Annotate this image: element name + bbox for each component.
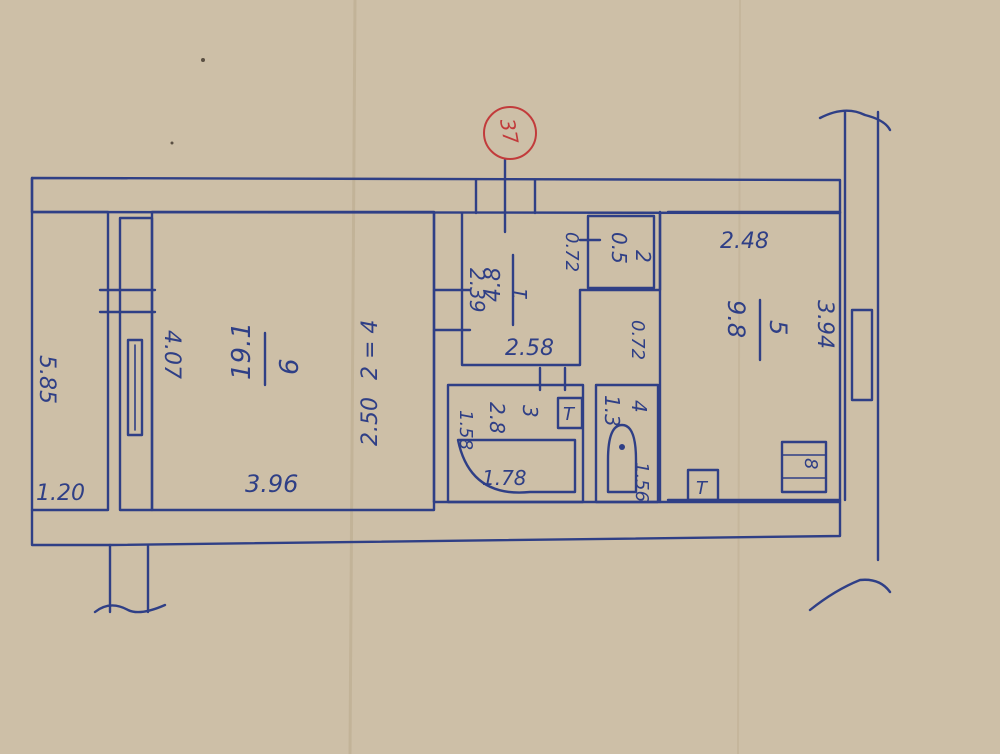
stove-icon [780,440,828,494]
balcony-outline [30,210,110,512]
room-large-number-label: 6 [275,358,305,375]
sink-icon [686,468,720,502]
bathroom-depth-label: 1.58 [455,410,476,450]
balcony-inner-wall [118,216,154,512]
balcony-length-label: 5.85 [34,355,59,404]
break-mark-bottom-right [808,578,892,612]
bathroom-width-label: 1.78 [482,466,527,490]
bottom-wall-outer [108,498,842,547]
closet-dim-label: 0.72 [561,232,582,272]
bathroom-area-label: 2.8 [485,402,509,434]
hall-dim-b-label: 2.58 [505,336,554,361]
room-small-area-label: 9.8 [722,300,750,338]
toilet-number-label: 4 [627,400,651,413]
balcony: 5.85 1.20 [30,210,157,512]
entrance [474,158,537,234]
balcony-window [126,338,144,437]
stair-landing-label: 2 = 4 [358,320,383,380]
toilet-area-label: 1.3 [600,395,624,427]
hall-number-label: 1 [508,287,532,300]
room-small-window [850,308,874,402]
closet: 0.5 2 0.72 [561,214,656,290]
room-large-height-label: 2.50 [358,397,383,446]
balcony-width-label: 1.20 [36,481,85,506]
stamp-number: 37 [495,117,523,147]
hall-area-label: 4.8 [481,267,506,302]
break-mark-bottom-left [93,603,167,614]
room-large: 19.1 6 3.96 4.07 2.50 2 = 4 [150,210,436,512]
stamp-circle [483,106,537,160]
left-wall [30,176,112,614]
toilet-dim-b-label: 0.72 [627,320,648,360]
paper-texture [170,0,741,754]
room-large-area-label: 19.1 [227,322,257,380]
stove-label: 8 [800,458,821,469]
toilet-dim-a-label: 1.56 [631,462,652,502]
closet-number-label: 2 [631,250,655,263]
bathroom: 2.8 3 1.78 1.58 T [446,366,585,504]
room-small-outline [666,210,842,502]
room-small-number-label: 5 [764,320,792,335]
washbasin-icon [556,396,584,430]
stamp: 37 [483,106,537,160]
room-small-width-label: 2.48 [720,229,769,254]
bathroom-number-label: 3 [518,405,542,418]
room-large-depth-label: 4.07 [159,330,184,379]
room-small-depth-label: 3.94 [812,300,837,349]
top-wall [30,176,842,215]
toilet-bowl-icon [606,423,638,494]
closet-area-label: 0.5 [607,232,631,264]
toilet: 1.3 4 1.56 0.72 [594,210,662,504]
room-large-width-label: 3.96 [245,470,298,498]
closet-outline [586,214,656,290]
toilet-flush-icon [619,444,625,450]
washbasin-label: T [563,404,576,425]
bathtub-icon [456,438,577,494]
room-small: 2.48 9.8 5 3.94 T 8 [432,210,874,504]
break-mark-top-right [818,109,892,132]
sink-label: T [696,478,709,499]
hall-dim-a-label: 2.39 [465,268,489,313]
hall: 4.8 1 2.39 2.58 [432,211,662,367]
